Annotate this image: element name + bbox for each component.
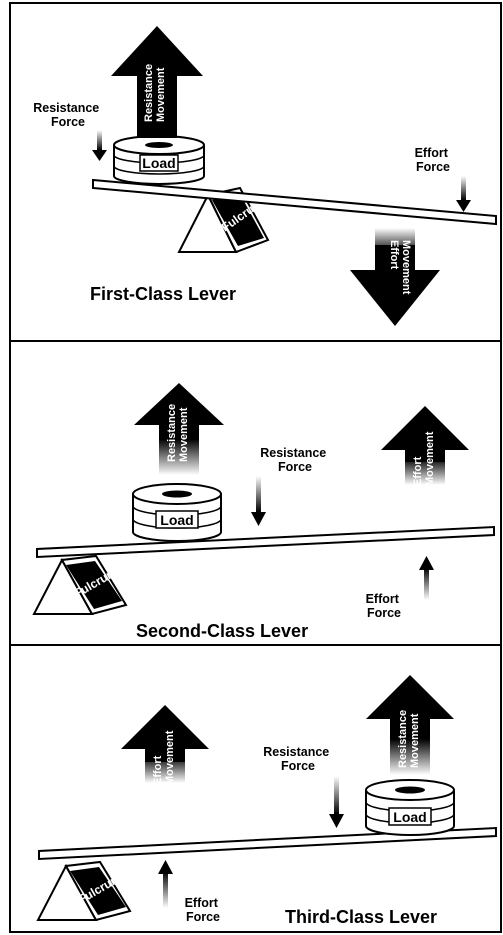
svg-text:Effort Movement: Effort Movement bbox=[152, 730, 176, 785]
effort-force-label: Force bbox=[416, 160, 450, 174]
outer-frame bbox=[9, 2, 502, 933]
third-class-panel: Fulcrum Load Resistance Movement bbox=[36, 675, 497, 927]
effort-force-label: Force bbox=[186, 910, 220, 924]
resistance-movement-label: Movement bbox=[155, 67, 167, 122]
effort-movement-label: Movement bbox=[400, 240, 412, 295]
resistance-force-label: Resistance bbox=[260, 446, 326, 460]
resistance-movement-arrow: Resistance Movement bbox=[134, 383, 224, 475]
fulcrum: Fulcrum bbox=[36, 860, 132, 922]
lever-board bbox=[36, 525, 495, 559]
resistance-force-arrow bbox=[92, 130, 107, 161]
resistance-force-label: Force bbox=[278, 460, 312, 474]
resistance-movement-label: Movement bbox=[178, 407, 190, 462]
effort-movement-label: Effort bbox=[412, 456, 424, 486]
load-weight: Load bbox=[132, 483, 222, 542]
resistance-movement-label: Resistance bbox=[397, 710, 409, 768]
svg-text:Effort Movement: Effort Movement bbox=[412, 431, 436, 486]
effort-force-label: Effort bbox=[185, 896, 219, 910]
second-class-title: Second-Class Lever bbox=[136, 621, 308, 641]
fulcrum: Fulcrum bbox=[177, 186, 270, 254]
effort-force-arrow bbox=[158, 860, 173, 908]
resistance-force-arrow bbox=[251, 476, 266, 526]
effort-force-arrow bbox=[456, 176, 471, 212]
effort-force-label: Force bbox=[367, 606, 401, 620]
effort-movement-arrow: Effort Movement bbox=[350, 228, 440, 326]
svg-text:Resistance Force: Resistance Force bbox=[260, 446, 330, 474]
effort-force-arrow bbox=[419, 556, 434, 600]
first-class-title: First-Class Lever bbox=[90, 284, 236, 304]
resistance-force-arrow bbox=[329, 776, 344, 828]
third-class-title: Third-Class Lever bbox=[285, 907, 437, 927]
effort-movement-label: Effort bbox=[388, 240, 400, 270]
effort-movement-label: Effort bbox=[152, 755, 164, 785]
svg-text:Effort Movement: Effort Movement bbox=[388, 240, 412, 295]
resistance-movement-arrow: Resistance Movement bbox=[111, 26, 203, 138]
load-weight: Load bbox=[365, 779, 455, 836]
resistance-force-label: Resistance bbox=[263, 745, 329, 759]
svg-text:Resistance Movement: Resistance Movement bbox=[397, 707, 421, 768]
first-class-panel: Fulcrum Load Resistance Movement Re bbox=[33, 26, 497, 326]
svg-text:Effort Force: Effort Force bbox=[415, 146, 452, 174]
effort-movement-label: Movement bbox=[424, 431, 436, 486]
load-label: Load bbox=[142, 155, 175, 171]
lever-board bbox=[92, 178, 497, 226]
resistance-force-label: Force bbox=[51, 115, 85, 129]
fulcrum: Fulcrum bbox=[32, 554, 128, 616]
svg-text:Effort Force: Effort Force bbox=[185, 896, 222, 924]
svg-text:Resistance Force: Resistance Force bbox=[33, 101, 103, 129]
effort-force-label: Effort bbox=[415, 146, 449, 160]
resistance-force-label: Resistance bbox=[33, 101, 99, 115]
svg-text:Resistance Force: Resistance Force bbox=[263, 745, 333, 773]
resistance-movement-label: Resistance bbox=[166, 404, 178, 462]
effort-movement-label: Movement bbox=[164, 730, 176, 785]
svg-text:Resistance Movement: Resistance Movement bbox=[166, 401, 190, 462]
effort-movement-arrow: Effort Movement bbox=[381, 406, 469, 486]
resistance-movement-label: Resistance bbox=[143, 64, 155, 122]
second-class-panel: Fulcrum Load Resistance Movement bbox=[32, 383, 495, 641]
load-weight: Load bbox=[113, 135, 205, 185]
resistance-force-label: Force bbox=[281, 759, 315, 773]
resistance-movement-arrow: Resistance Movement bbox=[366, 675, 454, 775]
effort-force-label: Effort bbox=[366, 592, 400, 606]
svg-text:Effort Force: Effort Force bbox=[366, 592, 403, 620]
resistance-movement-label: Movement bbox=[409, 713, 421, 768]
effort-movement-arrow: Effort Movement bbox=[121, 705, 209, 785]
load-label: Load bbox=[393, 809, 426, 825]
load-label: Load bbox=[160, 512, 193, 528]
svg-text:Resistance Movement: Resistance Movement bbox=[143, 61, 167, 122]
